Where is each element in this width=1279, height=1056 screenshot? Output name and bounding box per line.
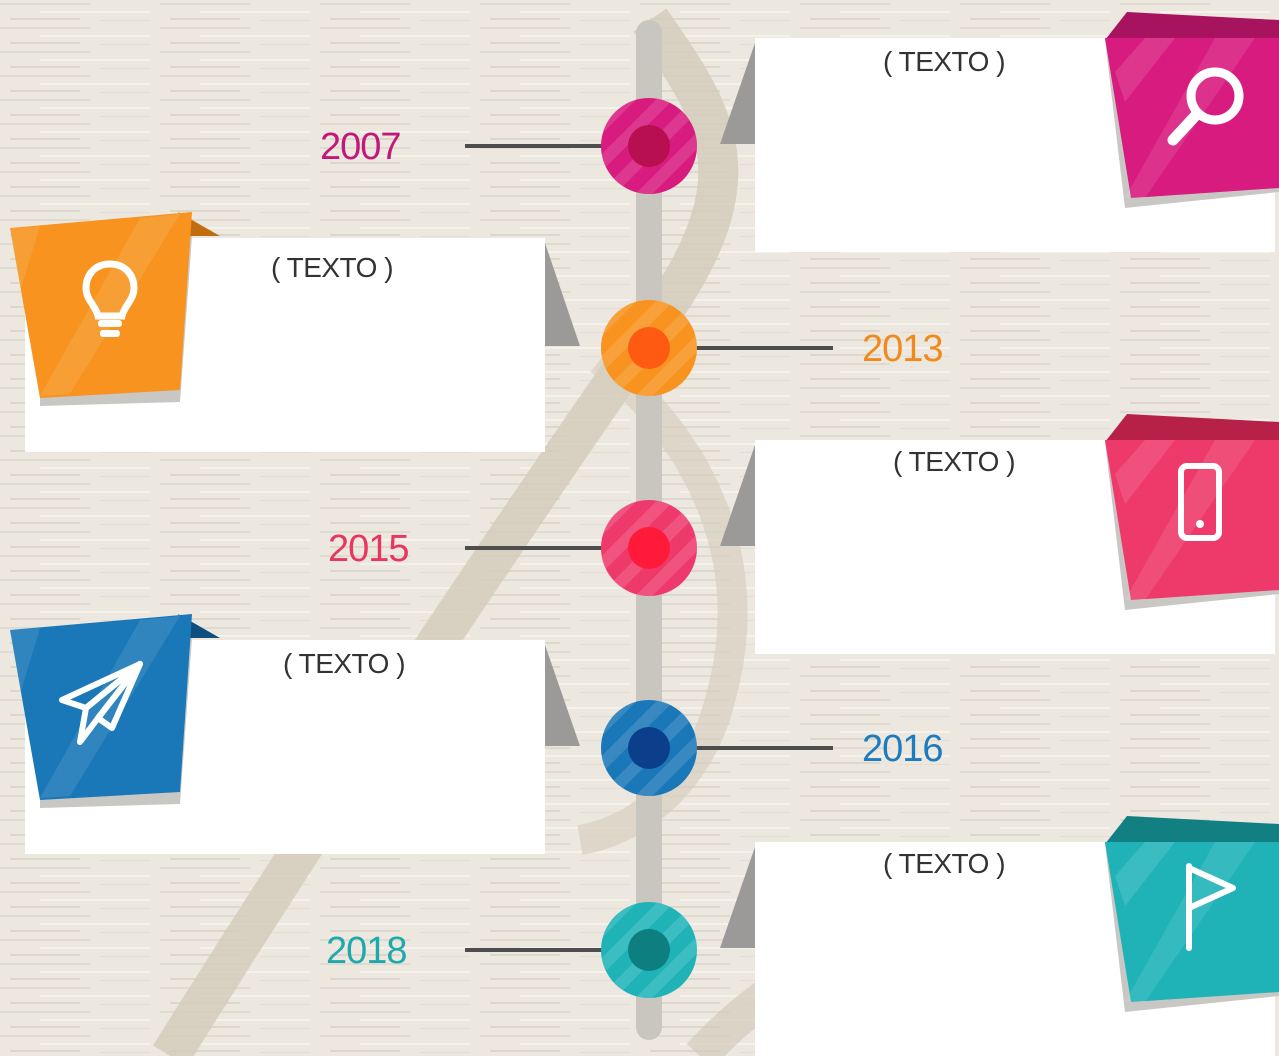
- card-fold: [720, 442, 756, 546]
- year-label: 2007: [320, 126, 402, 168]
- connector-line: [465, 948, 605, 952]
- connector-line: [465, 144, 605, 148]
- card-text: ( TEXTO ): [283, 648, 406, 679]
- card-text: ( TEXTO ): [893, 446, 1016, 477]
- timeline-node: [601, 902, 697, 998]
- timeline-node: [601, 98, 697, 194]
- year-label: 2015: [328, 528, 410, 570]
- card-fold: [544, 240, 580, 346]
- card-text: ( TEXTO ): [271, 252, 394, 283]
- icon-tag: [10, 212, 220, 406]
- connector-line: [465, 546, 605, 550]
- card-fold: [544, 642, 580, 746]
- card-text: ( TEXTO ): [883, 848, 1006, 879]
- icon-tag: [1105, 816, 1279, 1012]
- magnifier-icon: [1167, 67, 1244, 146]
- smartphone-icon: [1178, 463, 1222, 541]
- year-label: 2013: [862, 328, 944, 370]
- card-text: ( TEXTO ): [883, 46, 1006, 77]
- icon-tag: [10, 614, 220, 808]
- paper-plane-icon: [59, 661, 143, 745]
- connector-line: [695, 346, 833, 350]
- flag-icon: [1186, 863, 1236, 951]
- icon-tag: [1105, 12, 1279, 208]
- timeline-node: [601, 300, 697, 396]
- lightbulb-icon: [82, 260, 138, 337]
- year-label: 2018: [326, 930, 408, 972]
- timeline-node: [601, 700, 697, 796]
- timeline-node: [601, 500, 697, 596]
- card-fold: [720, 844, 756, 948]
- year-label: 2016: [862, 728, 944, 770]
- connector-line: [695, 746, 833, 750]
- card-fold: [720, 40, 756, 144]
- icon-tag: [1105, 414, 1279, 610]
